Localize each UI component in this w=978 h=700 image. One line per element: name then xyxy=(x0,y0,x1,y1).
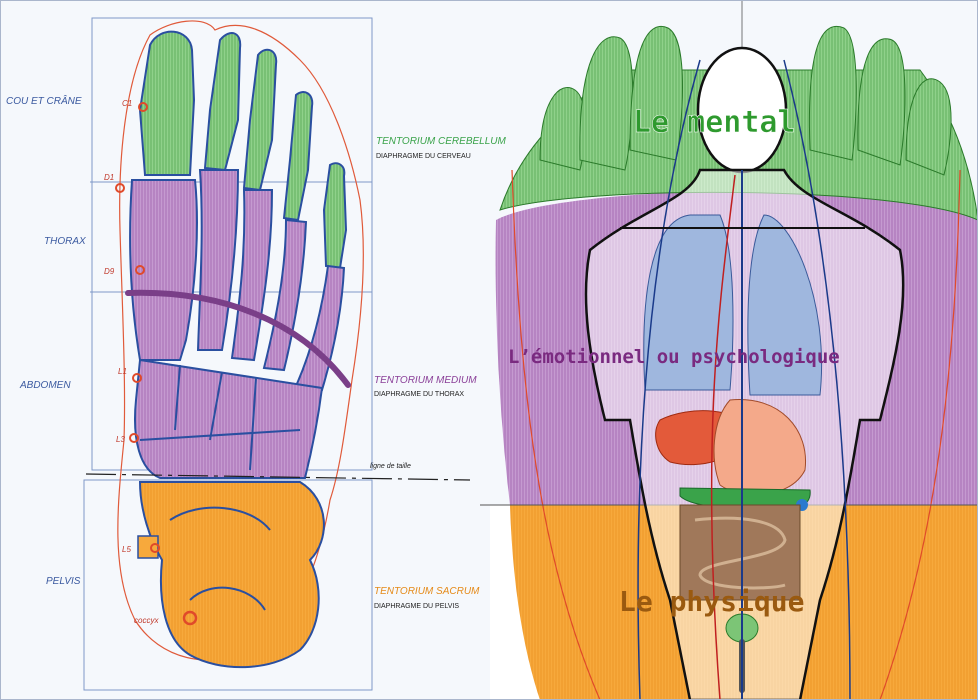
label-diaphragme-thorax: DIAPHRAGME DU THORAX xyxy=(374,391,464,398)
label-ligne-de-taille: ligne de taille xyxy=(370,463,411,470)
label-tentorium-sacrum: TENTORIUM SACRUM xyxy=(374,586,480,597)
toe-r1 xyxy=(540,88,585,170)
metatarsal-3 xyxy=(232,190,272,360)
metatarsal-2 xyxy=(198,170,238,350)
label-tentorium-medium: TENTORIUM MEDIUM xyxy=(374,375,477,386)
label-l3: L3 xyxy=(116,435,125,444)
big-toe xyxy=(140,32,194,175)
label-physique: Le physique xyxy=(619,585,804,618)
label-d1: D1 xyxy=(104,173,114,182)
label-tentorium-cerebellum: TENTORIUM CEREBELLUM xyxy=(376,136,507,147)
label-diaphragme-cerveau: DIAPHRAGME DU CERVEAU xyxy=(376,153,471,160)
toe-r4 xyxy=(809,26,856,160)
label-l1: L1 xyxy=(118,367,127,376)
label-emotionnel: L’émotionnel ou psychologique xyxy=(508,346,840,368)
toe-r2 xyxy=(580,37,633,170)
l5-block xyxy=(138,536,158,558)
toe-4 xyxy=(284,92,312,220)
label-pelvis: PELVIS xyxy=(46,576,81,587)
tarsals xyxy=(135,360,322,478)
label-c1: C1 xyxy=(122,99,132,108)
toe-3 xyxy=(244,50,276,190)
label-thorax: THORAX xyxy=(44,236,86,247)
label-mental: Le mental xyxy=(633,105,796,140)
metatarsal-1 xyxy=(130,180,197,360)
left-foot-panel: C1 D1 D9 L1 L3 L5 coccyx COU ET CRÂNE TH… xyxy=(6,18,507,690)
toe-5 xyxy=(324,163,346,268)
label-diaphragme-pelvis: DIAPHRAGME DU PELVIS xyxy=(374,603,459,610)
right-zones-panel: Le mental L’émotionnel ou psychologique … xyxy=(480,0,978,700)
label-coccyx: coccyx xyxy=(134,616,159,625)
toe-r5 xyxy=(858,39,905,165)
toe-2 xyxy=(205,33,240,170)
metatarsals xyxy=(130,170,344,478)
label-abdomen: ABDOMEN xyxy=(19,380,71,391)
label-l5: L5 xyxy=(122,545,131,554)
label-d9: D9 xyxy=(104,267,115,276)
label-cou-crane: COU ET CRÂNE xyxy=(6,94,82,107)
